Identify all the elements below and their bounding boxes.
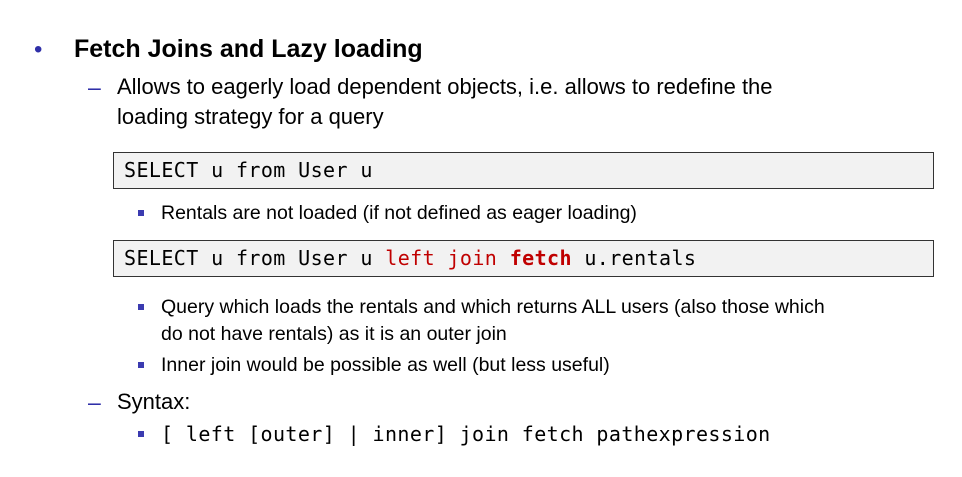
code-text-1: SELECT u from User u: [124, 158, 373, 182]
code2-plain-end: u.rentals: [571, 246, 697, 270]
bullet-level1: •: [34, 36, 43, 63]
square-bullet-3: [138, 362, 144, 368]
note3: Inner join would be possible as well (bu…: [161, 354, 610, 376]
code2-fetch-keyword: fetch: [509, 246, 572, 270]
item1-line2: loading strategy for a query: [117, 104, 384, 129]
square-bullet-4: [138, 431, 144, 437]
item1-line1: Allows to eagerly load dependent objects…: [117, 74, 773, 99]
dash-bullet-2: –: [88, 389, 101, 415]
square-bullet-2: [138, 304, 144, 310]
note2-line2: do not have rentals) as it is an outer j…: [161, 323, 507, 345]
square-bullet-1: [138, 210, 144, 216]
code-block-2: SELECT u from User u left join fetch u.r…: [113, 240, 934, 277]
note2-line1: Query which loads the rentals and which …: [161, 296, 825, 318]
code-block-1: SELECT u from User u: [113, 152, 934, 189]
dash-bullet-1: –: [88, 74, 101, 100]
note1: Rentals are not loaded (if not defined a…: [161, 202, 637, 224]
code2-space: [497, 246, 509, 270]
syntax-expression: [ left [outer] | inner] join fetch pathe…: [161, 422, 771, 446]
item2-syntax-label: Syntax:: [117, 389, 191, 414]
code2-plain-start: SELECT u from User u: [124, 246, 386, 270]
code2-left-join-keyword: left join: [385, 246, 498, 270]
slide-heading: Fetch Joins and Lazy loading: [74, 35, 423, 63]
